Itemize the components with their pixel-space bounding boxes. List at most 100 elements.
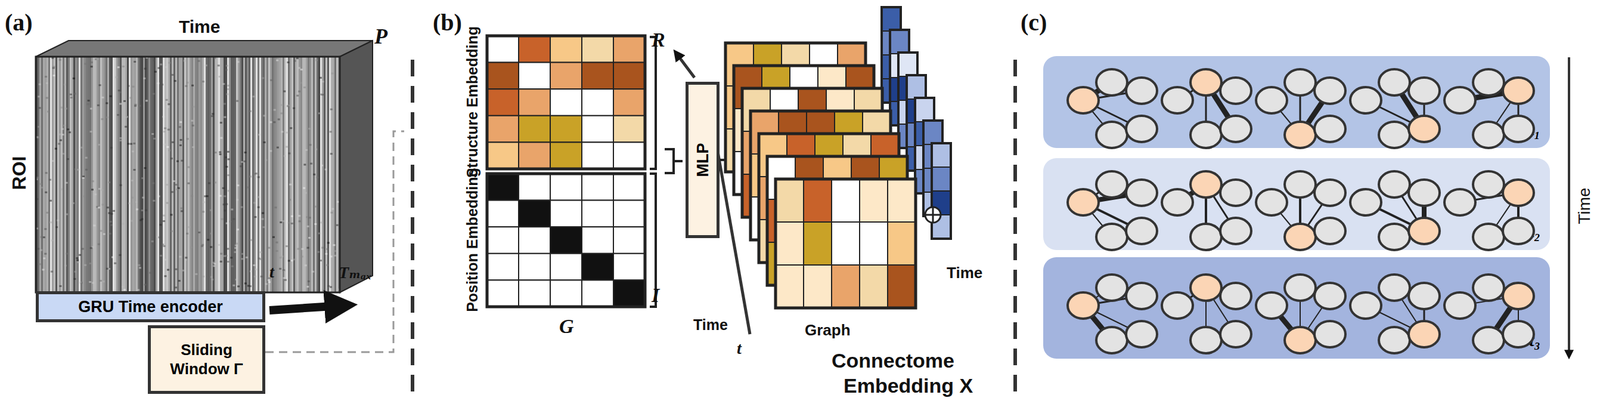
noise bbox=[252, 264, 256, 266]
stripe bbox=[160, 56, 163, 293]
structure-cell bbox=[550, 62, 582, 90]
dashed-leader bbox=[265, 131, 405, 352]
noise bbox=[256, 196, 260, 198]
noise bbox=[320, 221, 323, 223]
noise bbox=[187, 182, 190, 185]
noise bbox=[187, 225, 191, 228]
stripe bbox=[51, 56, 54, 293]
graph-node bbox=[1190, 171, 1222, 198]
stripe bbox=[320, 56, 322, 293]
noise bbox=[285, 146, 288, 148]
stripe bbox=[293, 56, 296, 293]
noise bbox=[74, 168, 77, 170]
noise bbox=[307, 246, 310, 249]
noise bbox=[336, 224, 339, 226]
matrix-symbol: G bbox=[559, 314, 575, 338]
noise bbox=[235, 278, 238, 281]
noise bbox=[218, 75, 222, 78]
noise bbox=[230, 256, 233, 259]
graph-node bbox=[1378, 121, 1410, 148]
noise bbox=[163, 126, 167, 129]
noise bbox=[56, 219, 60, 222]
noise bbox=[223, 116, 226, 119]
stripe bbox=[76, 56, 79, 293]
graph-node bbox=[1096, 326, 1128, 353]
stripe bbox=[177, 56, 179, 293]
stripe bbox=[64, 56, 67, 293]
position-cell bbox=[550, 253, 582, 281]
graph-node bbox=[1067, 292, 1099, 319]
time-cell bbox=[931, 143, 951, 167]
position-cell bbox=[613, 173, 646, 201]
graph-node bbox=[1256, 188, 1288, 216]
noise bbox=[225, 64, 229, 67]
noise bbox=[157, 67, 160, 70]
separator bbox=[410, 59, 415, 400]
noise bbox=[87, 103, 90, 105]
noise bbox=[259, 250, 263, 253]
stripe bbox=[60, 56, 63, 293]
noise bbox=[206, 194, 209, 197]
noise bbox=[283, 154, 287, 157]
noise bbox=[162, 115, 165, 118]
noise bbox=[162, 214, 166, 217]
noise bbox=[69, 93, 73, 96]
noise bbox=[269, 121, 272, 123]
noise bbox=[300, 68, 303, 71]
noise bbox=[152, 92, 155, 95]
stripe bbox=[73, 56, 76, 293]
noise bbox=[166, 106, 170, 108]
noise bbox=[178, 279, 181, 282]
noise bbox=[283, 276, 286, 279]
noise bbox=[308, 236, 311, 239]
noise bbox=[330, 255, 333, 257]
noise bbox=[225, 92, 229, 95]
stripe bbox=[196, 56, 199, 293]
position-cell bbox=[518, 200, 551, 228]
noise bbox=[184, 258, 187, 261]
noise bbox=[45, 171, 48, 174]
noise bbox=[245, 256, 248, 259]
noise bbox=[166, 268, 170, 271]
stripe bbox=[305, 56, 308, 293]
noise bbox=[312, 173, 316, 176]
graph-node bbox=[1473, 326, 1505, 353]
noise bbox=[84, 264, 87, 266]
axis-label: Position Embedding bbox=[463, 167, 482, 312]
stripe bbox=[216, 56, 219, 293]
graph-node bbox=[1314, 115, 1346, 142]
noise bbox=[51, 159, 54, 162]
stripe bbox=[248, 56, 251, 293]
noise bbox=[253, 201, 256, 204]
stripe bbox=[62, 56, 65, 293]
connectome-cell bbox=[775, 221, 804, 265]
stripe bbox=[146, 56, 149, 293]
noise bbox=[165, 183, 169, 186]
noise bbox=[49, 199, 52, 202]
graph-node bbox=[1096, 274, 1128, 301]
stripe bbox=[123, 56, 126, 293]
position-cell bbox=[550, 200, 582, 228]
noise bbox=[330, 152, 333, 155]
bold-heatmap bbox=[35, 40, 373, 293]
graph-node bbox=[1096, 223, 1128, 250]
noise bbox=[133, 60, 136, 63]
graph-node bbox=[1378, 326, 1410, 353]
stripe bbox=[255, 56, 258, 293]
stripe bbox=[116, 56, 119, 293]
noise bbox=[219, 121, 223, 124]
noise bbox=[234, 250, 237, 253]
axis-label: Structure Embedding bbox=[463, 26, 482, 178]
stripe bbox=[237, 56, 240, 293]
noise bbox=[180, 138, 183, 141]
noise bbox=[61, 133, 64, 136]
stripe bbox=[214, 56, 217, 293]
noise bbox=[194, 273, 198, 275]
graph-node bbox=[1190, 274, 1222, 301]
noise bbox=[336, 200, 340, 203]
noise bbox=[262, 225, 265, 228]
noise bbox=[182, 269, 185, 272]
noise bbox=[106, 267, 109, 270]
structure-cell bbox=[550, 88, 582, 116]
noise bbox=[99, 279, 102, 282]
